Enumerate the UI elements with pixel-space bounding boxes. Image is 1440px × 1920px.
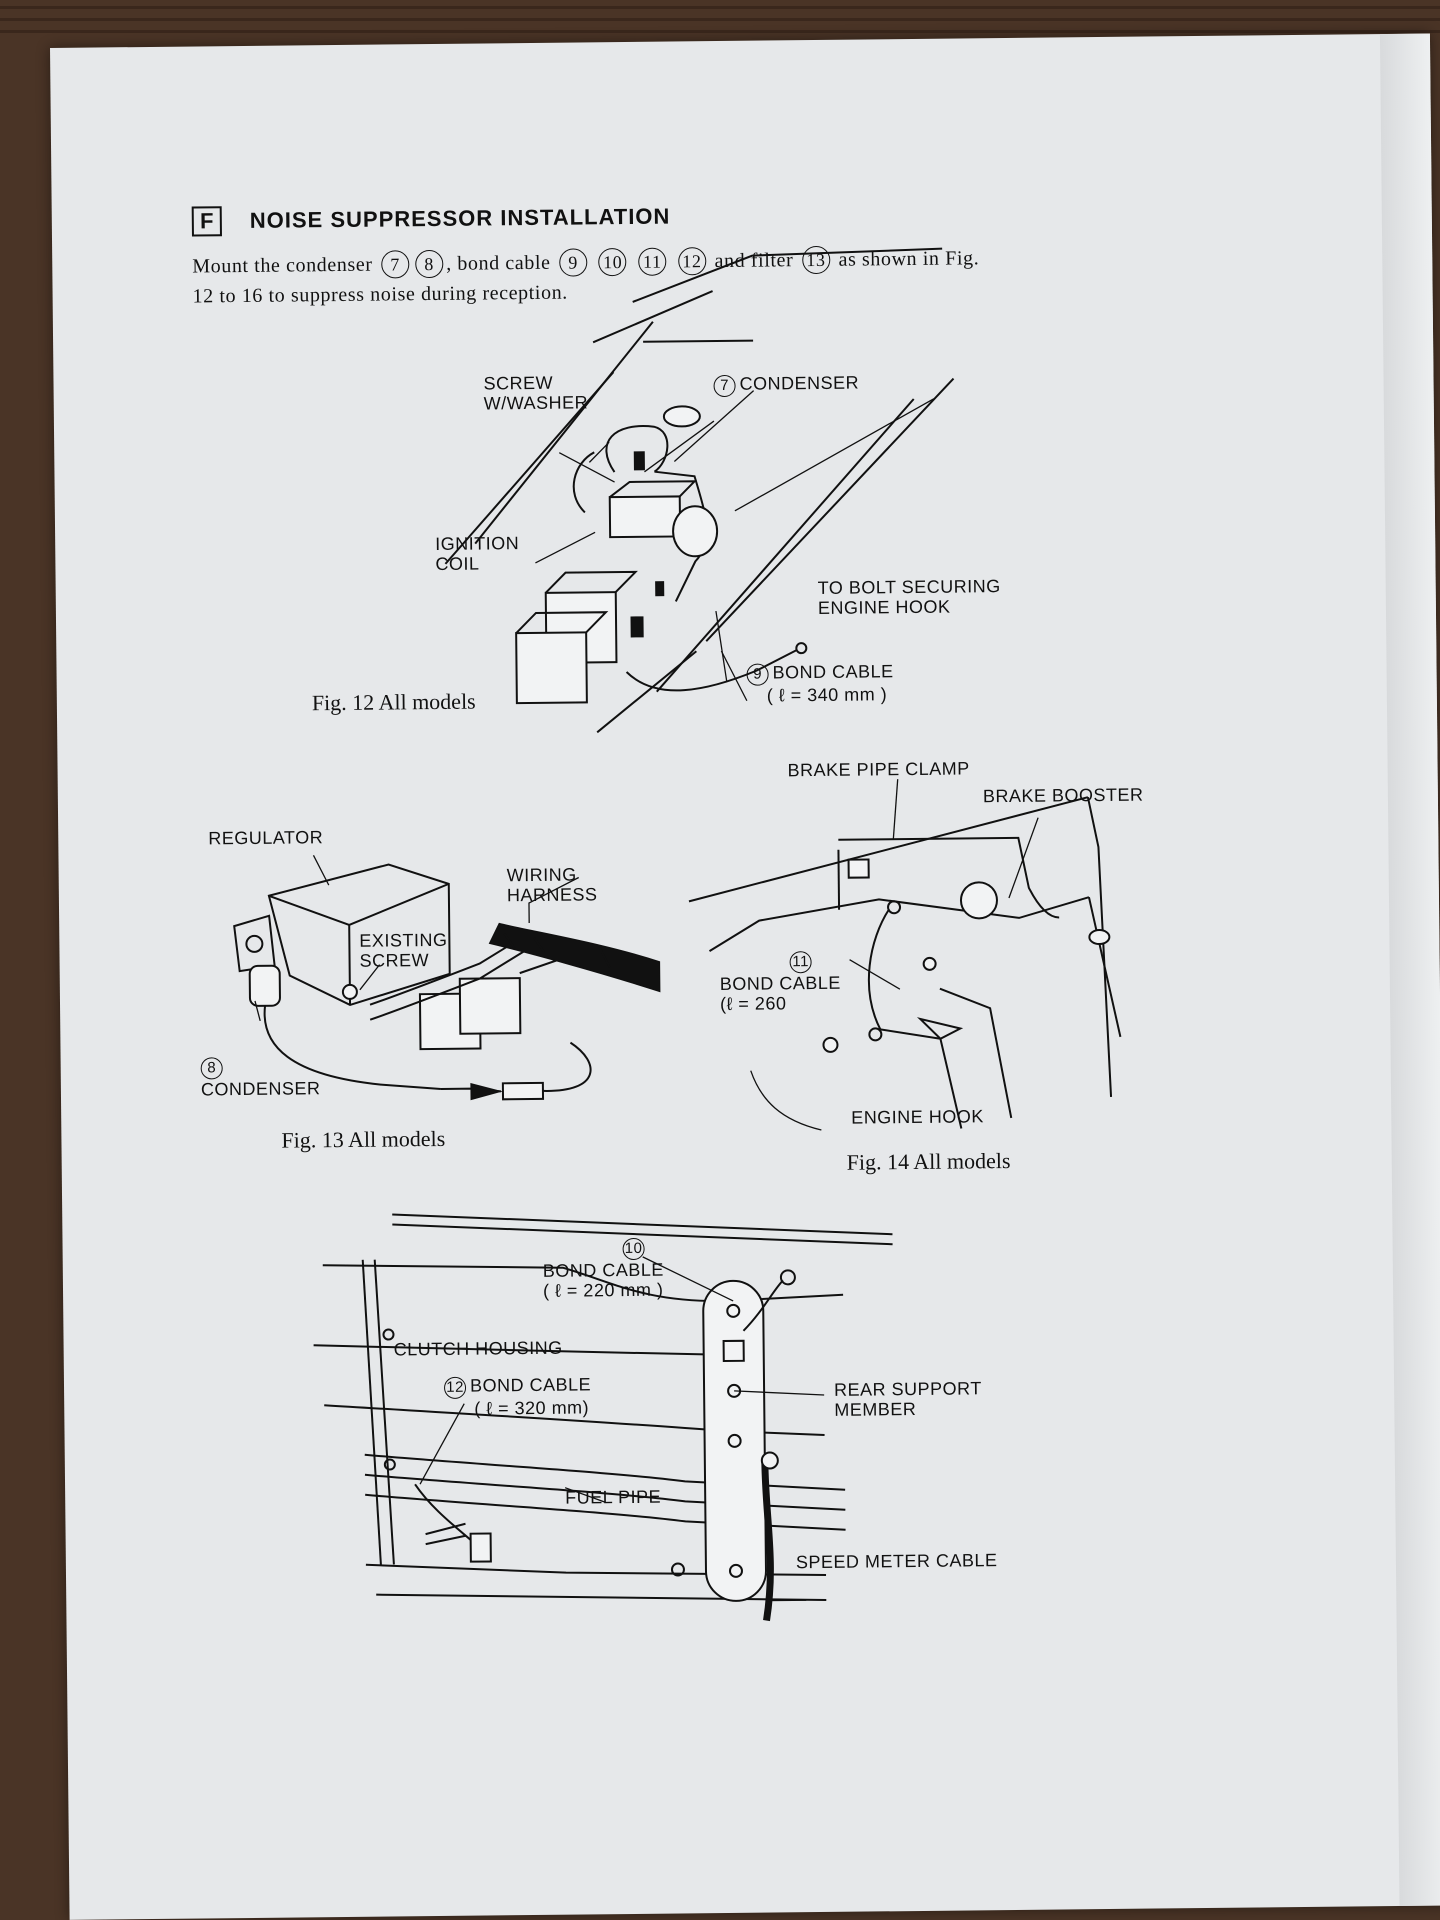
part-number: 10 bbox=[622, 1237, 645, 1261]
fig13-drawing bbox=[233, 863, 661, 1101]
regulator-label: REGULATOR bbox=[208, 827, 324, 849]
bond-12-text: BOND CABLE bbox=[469, 1374, 592, 1396]
part-number: 9 bbox=[746, 663, 769, 686]
bond-cable-11-label: 11 BOND CABLE (ℓ = 260 bbox=[719, 950, 841, 1014]
part-number: 7 bbox=[713, 374, 736, 398]
existing-line1: EXISTING bbox=[359, 929, 448, 951]
rear-line2: MEMBER bbox=[834, 1399, 917, 1420]
existing-screw-label: EXISTING SCREW bbox=[359, 930, 447, 971]
condenser-8-text: CONDENSER bbox=[200, 1078, 321, 1100]
existing-line2: SCREW bbox=[359, 950, 430, 971]
diagram-artwork bbox=[233, 247, 1122, 1622]
speed-meter-cable-label: SPEED METER CABLE bbox=[795, 1550, 998, 1573]
screw-label-line1: SCREW bbox=[483, 372, 554, 394]
condenser-text: CONDENSER bbox=[739, 372, 860, 394]
screw-label: SCREW W/WASHER bbox=[483, 372, 589, 414]
rear-line1: REAR SUPPORT bbox=[833, 1378, 982, 1400]
leader-lines bbox=[254, 390, 1039, 1602]
wiring-line1: WIRING bbox=[506, 864, 577, 886]
bolt-label: TO BOLT SECURING ENGINE HOOK bbox=[818, 576, 1001, 618]
rear-support-member-label: REAR SUPPORT MEMBER bbox=[834, 1378, 982, 1420]
brake-pipe-clamp-label: BRAKE PIPE CLAMP bbox=[787, 758, 970, 781]
bond-11-length: (ℓ = 260 bbox=[719, 993, 787, 1015]
part-number: 11 bbox=[789, 951, 812, 974]
screw-label-line2: W/WASHER bbox=[483, 392, 589, 414]
manual-page: F NOISE SUPPRESSOR INSTALLATION Mount th… bbox=[50, 33, 1440, 1920]
bond-10-text: BOND CABLE bbox=[542, 1259, 664, 1281]
ignition-line1: IGNITION bbox=[435, 533, 520, 554]
fig14-caption: Fig. 14 All models bbox=[846, 1148, 1011, 1175]
brake-booster-label: BRAKE BOOSTER bbox=[982, 784, 1144, 807]
wiring-line2: HARNESS bbox=[506, 884, 598, 906]
fig12-caption: Fig. 12 All models bbox=[311, 688, 476, 716]
ignition-coil-label: IGNITION COIL bbox=[435, 533, 519, 574]
fig12-drawing bbox=[444, 247, 955, 734]
fuel-pipe-label: FUEL PIPE bbox=[565, 1486, 662, 1508]
condenser-8-label: 8 CONDENSER bbox=[200, 1055, 321, 1100]
ignition-line2: COIL bbox=[435, 553, 480, 574]
wiring-harness-label: WIRING HARNESS bbox=[506, 864, 598, 906]
wood-grain bbox=[0, 18, 1440, 21]
part-number: 8 bbox=[200, 1057, 223, 1080]
clutch-housing-label: CLUTCH HOUSING bbox=[393, 1337, 563, 1360]
wood-grain bbox=[0, 6, 1440, 9]
bond-12-length: ( ℓ = 320 mm) bbox=[474, 1397, 590, 1419]
part-number: 12 bbox=[443, 1376, 467, 1399]
bond-11-text: BOND CABLE bbox=[719, 972, 841, 995]
bolt-line1: TO BOLT SECURING bbox=[817, 576, 1001, 598]
fig13-caption: Fig. 13 All models bbox=[281, 1125, 446, 1153]
bond-cable-10-label: 10 BOND CABLE ( ℓ = 220 mm ) bbox=[542, 1237, 664, 1301]
bond-length: ( ℓ = 340 mm ) bbox=[766, 684, 888, 706]
bolt-line2: ENGINE HOOK bbox=[817, 596, 951, 618]
engine-hook-label: ENGINE HOOK bbox=[851, 1106, 984, 1128]
wood-grain bbox=[0, 30, 1440, 33]
bond-10-length: ( ℓ = 220 mm ) bbox=[542, 1279, 664, 1301]
bond-text: BOND CABLE bbox=[772, 661, 894, 683]
fig14-drawing bbox=[688, 796, 1122, 1131]
fig15-drawing bbox=[313, 1213, 893, 1622]
